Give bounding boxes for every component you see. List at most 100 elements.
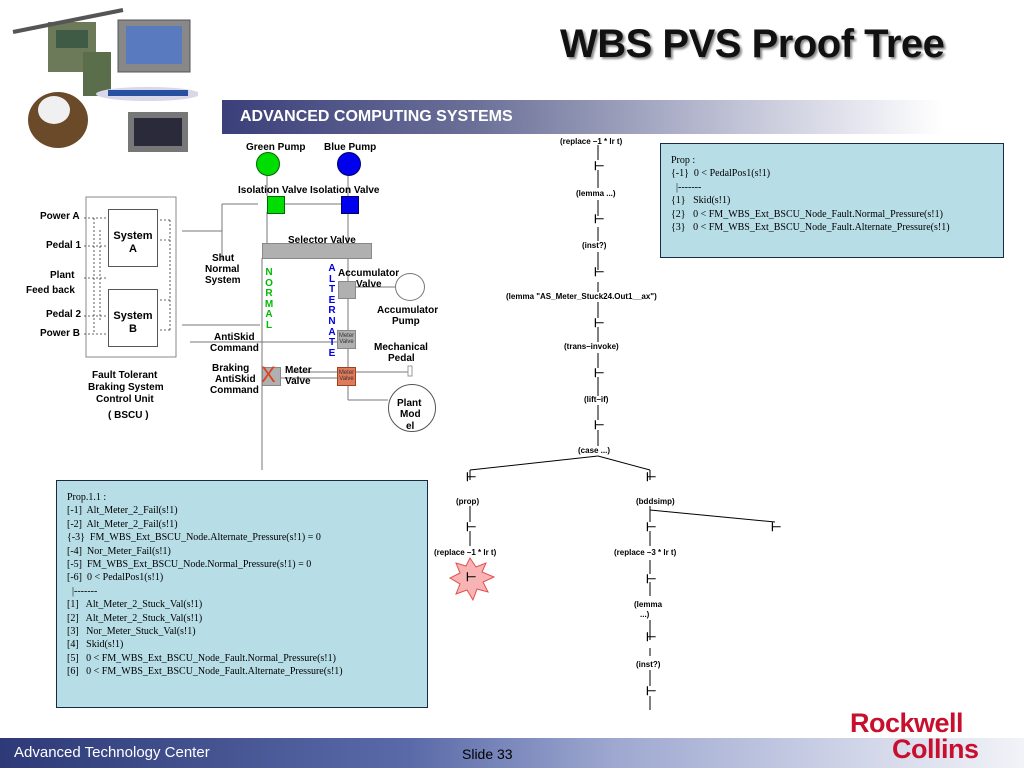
antiskid-command-label-2: Command <box>210 343 259 354</box>
prop11-line: [-2] Alt_Meter_2_Fail(s!1) <box>67 518 178 530</box>
blue-isolation-valve <box>341 196 359 214</box>
turnstile-2: ⊢ <box>594 212 605 226</box>
small-meter-label-1: Meter <box>338 333 355 339</box>
isolation-valve-label-2: Isolation Valve <box>310 185 380 196</box>
prop-line: {3} 0 < FM_WBS_Ext_BSCU_Node_Fault.Alter… <box>671 222 950 234</box>
proof-step-case: (case ...) <box>578 446 611 455</box>
bscu-label-4: ( BSCU ) <box>108 410 149 421</box>
footer-bar: Advanced Technology Center Slide 33 <box>0 738 1024 768</box>
proof-step-inst-1: (inst?) <box>582 241 607 250</box>
prop11-line: |------- <box>67 585 98 597</box>
feed-back-label: Feed back <box>26 285 75 296</box>
slide-number: Slide 33 <box>462 746 513 762</box>
turnstile-13: ⊢ <box>646 572 657 586</box>
plant-model-label-3: el <box>406 421 415 432</box>
accumulator-pump-label-2: Pump <box>392 316 420 327</box>
green-pump-label: Green Pump <box>246 142 306 153</box>
system-label: System <box>205 275 241 286</box>
proof-step-trans-invoke: (trans–invoke) <box>564 342 619 351</box>
meter-valve-label-2: Valve <box>285 376 311 387</box>
accumulator-valve-label-2: Valve <box>356 279 382 290</box>
pedal-2-label: Pedal 2 <box>46 309 82 320</box>
page-title: WBS PVS Proof Tree <box>560 22 945 66</box>
selector-valve <box>262 243 372 259</box>
proof-step-replace-3: (replace –3 * lr t) <box>614 548 677 557</box>
prop11-sequent-box: Prop.1.1 : [-1] Alt_Meter_2_Fail(s!1) [-… <box>56 480 428 708</box>
braking-label-3: Command <box>210 385 259 396</box>
turnstile-8: ⊢ <box>646 470 657 484</box>
company-logo-line2: Collins <box>892 734 979 764</box>
plant-label: Plant <box>50 270 75 281</box>
company-logo-line1: Rockwell <box>850 708 964 738</box>
green-isolation-valve <box>267 196 285 214</box>
prop-line: {1} Skid(s!1) <box>671 195 731 207</box>
turnstile-10: ⊢ <box>646 520 657 534</box>
selector-valve-label: Selector Valve <box>288 235 356 246</box>
turnstile-3: ⊢ <box>594 265 605 279</box>
pedal-1-label: Pedal 1 <box>46 240 82 251</box>
banner-label: ADVANCED COMPUTING SYSTEMS <box>240 108 513 125</box>
prop11-line: [-1] Alt_Meter_2_Fail(s!1) <box>67 505 178 517</box>
section-banner: ADVANCED COMPUTING SYSTEMS <box>222 100 944 134</box>
proof-tree-lines <box>448 145 776 710</box>
turnstile-7: ⊢ <box>466 470 477 484</box>
prop11-line: [-5] FM_WBS_Ext_BSCU_Node.Normal_Pressur… <box>67 559 312 571</box>
alternate-vertical-label: ALTERNATE <box>328 263 336 359</box>
small-meter-label-3: Meter <box>338 370 355 376</box>
proof-step-prop: (prop) <box>456 497 480 506</box>
small-meter-label-4: Valve <box>339 376 354 382</box>
accumulator-pump-label-1: Accumulator <box>377 305 439 316</box>
proof-step-lemma-3b: ...) <box>640 610 650 619</box>
proof-step-replace-1: (replace –1 * lr t) <box>560 137 623 146</box>
turnstile-14: ⊢ <box>646 630 657 644</box>
system-b-box: System B <box>108 289 158 347</box>
prop11-line: [5] 0 < FM_WBS_Ext_BSCU_Node_Fault.Norma… <box>67 652 336 664</box>
accumulator-valve-label-1: Accumulator <box>338 268 400 279</box>
system-b-label: System B <box>113 310 153 335</box>
normal-vertical-label: NORMAL <box>264 267 274 331</box>
prop-line: |------- <box>671 181 702 193</box>
proof-step-bddsimp: (bddsimp) <box>636 497 675 506</box>
power-a-label: Power A <box>40 211 80 222</box>
prop11-line: [3] Nor_Meter_Stuck_Val(s!1) <box>67 626 196 638</box>
plant-model-label-2: Mod <box>400 409 421 420</box>
turnstile-9: ⊢ <box>466 520 477 534</box>
system-a-label: System A <box>113 230 153 255</box>
prop11-line: [6] 0 < FM_WBS_Ext_BSCU_Node_Fault.Alter… <box>67 666 343 678</box>
turnstile-12: ⊢ <box>466 570 477 584</box>
plant-model <box>388 384 436 432</box>
accumulator-pump <box>395 273 425 301</box>
blue-pump-label: Blue Pump <box>324 142 377 153</box>
normal-label: Normal <box>205 264 240 275</box>
proof-step-lift-if: (lift–if) <box>584 395 609 404</box>
normal-meter-valve-failed <box>262 367 281 386</box>
turnstile-11: ⊢ <box>771 520 782 534</box>
blue-pump <box>337 152 361 176</box>
proof-step-lemma-1: (lemma ...) <box>576 189 616 198</box>
turnstile-5: ⊢ <box>594 366 605 380</box>
turnstile-15: ⊢ <box>646 684 657 698</box>
prop11-line: [-6] 0 < PedalPos1(s!1) <box>67 572 164 584</box>
turnstile-6: ⊢ <box>594 418 605 432</box>
bscu-label-3: Control Unit <box>96 394 154 405</box>
plant-model-label-1: Plant <box>397 398 422 409</box>
bscu-label-2: Braking System <box>88 382 164 393</box>
prop-line: {-1} 0 < PedalPos1(s!1) <box>671 168 771 180</box>
prop-line: {2} 0 < FM_WBS_Ext_BSCU_Node_Fault.Norma… <box>671 208 943 220</box>
turnstile-4: ⊢ <box>594 316 605 330</box>
proof-step-replace-2: (replace –1 * lr t) <box>434 548 497 557</box>
header-collage-image <box>12 8 198 152</box>
prop11-line: {-3} FM_WBS_Ext_BSCU_Node.Alternate_Pres… <box>67 532 321 544</box>
proof-goal-star <box>448 557 496 602</box>
prop11-line: Prop.1.1 : <box>67 492 107 503</box>
failure-x-mark: X <box>261 362 276 387</box>
proof-step-lemma-3a: (lemma <box>634 600 663 609</box>
isolation-valve-label-1: Isolation Valve <box>238 185 308 196</box>
prop11-line: [4] Skid(s!1) <box>67 639 124 651</box>
small-meter-label-2: Valve <box>339 339 354 345</box>
power-b-label: Power B <box>40 328 81 339</box>
mechanical-pedal-label-1: Mechanical <box>374 342 428 353</box>
prop11-line: [1] Alt_Meter_2_Stuck_Val(s!1) <box>67 599 203 611</box>
